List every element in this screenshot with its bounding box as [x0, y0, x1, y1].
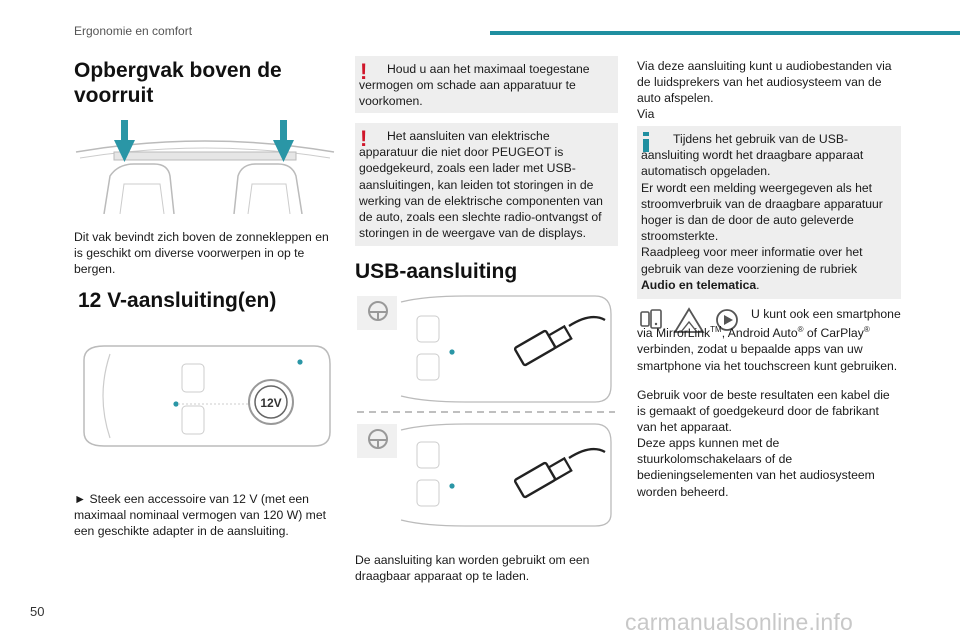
info-text-more-lead: Raadpleeg voor meer informatie over het … — [641, 245, 863, 276]
12v-illustration: 12V — [74, 340, 336, 452]
heading-usb: USB-aansluiting — [355, 260, 518, 283]
smartphone-text-b: , Android Auto — [721, 326, 798, 341]
arrow-down-icon — [114, 120, 135, 162]
usb-plug-icon — [513, 315, 606, 367]
mirrorlink-icon — [640, 309, 662, 329]
warning-text-peugeot: Het aansluiten van elektrische apparatuu… — [359, 129, 603, 241]
info-text-current: Er wordt een melding weergegeven als het… — [641, 180, 883, 244]
storage-text: Dit vak bevindt zich boven de zonneklepp… — [74, 230, 329, 277]
header-accent-bar — [490, 31, 960, 35]
warning-icon: ! — [360, 126, 368, 151]
info-text-period: . — [756, 277, 760, 292]
info-link-audio: Audio en telematica — [641, 277, 757, 292]
warning-box-peugeot: ! Het aansluiten van elektrische apparat… — [355, 123, 618, 246]
apps-control-text: Deze apps kunnen met de stuurkolomschake… — [637, 436, 875, 499]
carplay-icon — [716, 309, 738, 331]
warning-box-power: ! Houd u aan het maximaal toegestane ver… — [355, 56, 618, 113]
socket-label: 12V — [260, 396, 281, 410]
usb-plug-icon — [513, 447, 606, 499]
section-title: Ergonomie en comfort — [74, 24, 193, 38]
12v-step-text: ► Steek een accessoire van 12 V (met een… — [74, 492, 326, 539]
page-number: 50 — [30, 604, 45, 619]
reg-mark-carplay: ® — [863, 325, 870, 335]
steering-wheel-icon — [368, 301, 388, 321]
tm-mark: TM — [710, 325, 722, 335]
steering-wheel-icon — [368, 429, 388, 449]
smartphone-text: U kunt ook een smartphone via MirrorLink… — [637, 306, 901, 374]
storage-illustration — [74, 118, 336, 214]
usb-charge-text: De aansluiting kan worden gebruikt om ee… — [355, 553, 590, 584]
info-icon — [643, 132, 649, 152]
usb-via-text: Via — [637, 107, 655, 121]
reg-mark-android: ® — [797, 325, 804, 335]
smartphone-text-a: U kunt ook een smartphone via MirrorLink — [637, 307, 901, 341]
usb-illustration — [355, 290, 617, 530]
info-text-more: Raadpleeg voor meer informatie over het … — [641, 244, 893, 293]
info-box-usb: Tijdens het gebruik van de USB-aansluiti… — [637, 126, 901, 299]
warning-icon: ! — [360, 59, 368, 84]
android-auto-icon — [673, 307, 705, 333]
watermark: carmanualsonline.info — [625, 609, 853, 635]
arrow-down-icon — [273, 120, 294, 162]
heading-storage: Opbergvak boven de voorruit — [74, 59, 282, 107]
smartphone-icons — [637, 306, 747, 336]
heading-12v: 12 V-aansluiting(en) — [78, 289, 277, 312]
warning-text-power: Houd u aan het maximaal toegestane vermo… — [359, 62, 590, 109]
usb-audio-text: Via deze aansluiting kunt u audiobestand… — [637, 59, 892, 106]
smartphone-text-d: verbinden, zodat u bepaalde apps van uw … — [637, 342, 898, 373]
smartphone-text-c: of CarPlay — [803, 326, 864, 341]
info-text-charge: Tijdens het gebruik van de USB-aansluiti… — [641, 132, 864, 179]
cable-text: Gebruik voor de beste resultaten een kab… — [637, 388, 890, 435]
